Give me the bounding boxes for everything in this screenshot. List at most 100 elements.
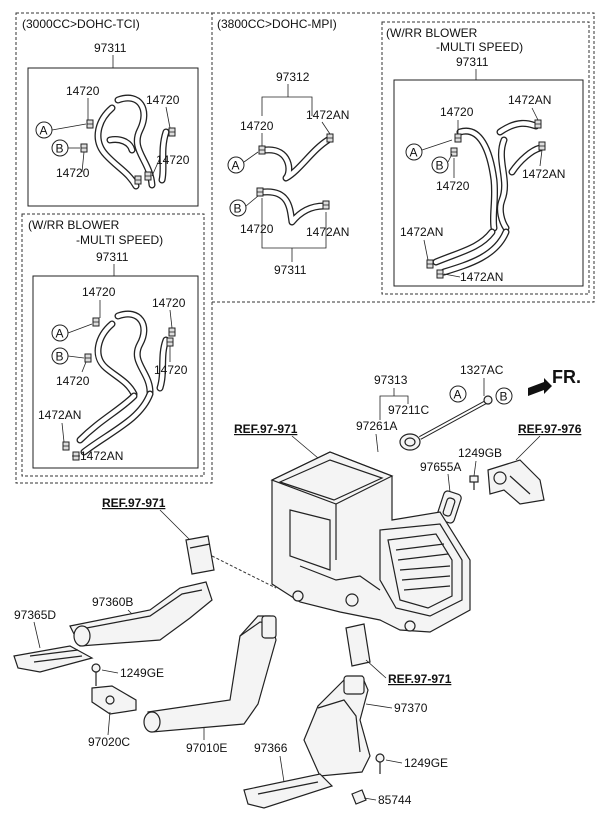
tci-hose-assembly <box>80 94 176 190</box>
label-85744: 85744 <box>378 793 412 807</box>
duct-97366 <box>243 773 334 809</box>
hvac-unit <box>270 451 471 633</box>
pipe-bracket-97976 <box>487 459 545 505</box>
duct-97370 <box>303 675 371 777</box>
marker-b-mpi-rr: B <box>431 156 449 174</box>
marker-a-lower: A <box>449 385 467 403</box>
marker-b-tci-rr: B <box>51 347 69 365</box>
label-14720-tci-rr-d: 14720 <box>56 374 90 388</box>
seal-97655a <box>436 490 462 524</box>
marker-b-mpi: B <box>229 199 247 217</box>
svg-text:A: A <box>410 146 418 160</box>
label-97311-tci: 97311 <box>94 41 127 55</box>
ref-97-971-bottom: REF.97-971 <box>388 672 452 686</box>
tci-rr-hose-assembly <box>62 310 176 461</box>
label-14720-mpi-rr-b: 14720 <box>436 179 470 193</box>
svg-text:A: A <box>40 124 48 138</box>
cable-rod <box>419 395 493 440</box>
mpi-hose-lower <box>256 187 330 226</box>
label-14720-tci-rr-a: 14720 <box>82 285 116 299</box>
tci-hose-box <box>27 67 199 207</box>
label-14720-tci-b: 14720 <box>146 93 180 107</box>
marker-a-tci: A <box>35 121 53 139</box>
label-97261a: 97261A <box>356 419 397 433</box>
ref-97-976: REF.97-976 <box>518 422 582 436</box>
marker-b-tci: B <box>51 139 69 157</box>
label-97311-mpi-rr: 97311 <box>456 55 489 69</box>
mpi-rr-header-line2: -MULTI SPEED) <box>436 40 523 54</box>
label-1472an-mpi-rr-a: 1472AN <box>508 93 551 107</box>
marker-a-tci-rr: A <box>51 324 69 342</box>
label-1249ge-left: 1249GE <box>120 666 164 680</box>
ref-97-971-top: REF.97-971 <box>234 422 298 436</box>
label-97365d: 97365D <box>14 608 56 622</box>
forward-arrow-icon <box>528 378 552 396</box>
marker-a-mpi-rr: A <box>405 143 423 161</box>
label-97366: 97366 <box>254 741 288 755</box>
label-14720-tci-rr-b: 14720 <box>152 296 186 310</box>
duct-connector-right <box>345 623 371 667</box>
mpi-section-box <box>211 12 595 303</box>
grommet-part <box>399 433 421 451</box>
svg-text:B: B <box>56 350 64 364</box>
mpi-rr-hose-box <box>393 79 584 287</box>
label-14720-mpi-b: 14720 <box>240 222 274 236</box>
label-1327ac: 1327AC <box>460 363 504 377</box>
duct-97010e <box>143 615 277 733</box>
svg-text:B: B <box>56 142 64 156</box>
mpi-hose-upper <box>258 133 334 182</box>
svg-text:B: B <box>436 159 444 173</box>
label-14720-tci-c: 14720 <box>156 153 190 167</box>
svg-text:A: A <box>232 159 240 173</box>
label-1472an-mpi-b: 1472AN <box>306 225 349 239</box>
label-1472an-mpi-rr-c: 1472AN <box>400 225 443 239</box>
mpi-rr-header-line1: (W/RR BLOWER <box>386 26 478 40</box>
label-97360b: 97360B <box>92 595 133 609</box>
label-14720-mpi-rr-a: 14720 <box>440 105 474 119</box>
marker-a-mpi: A <box>227 156 245 174</box>
label-97312: 97312 <box>276 70 310 84</box>
label-14720-tci-rr-c: 14720 <box>154 363 188 377</box>
label-1472an-tci-rr-a: 1472AN <box>38 408 81 422</box>
duct-connector-left <box>185 535 215 575</box>
bracket-97020c <box>91 685 137 715</box>
clip-85744 <box>351 789 367 805</box>
label-14720-mpi-a: 14720 <box>240 119 274 133</box>
label-97311-tci-rr: 97311 <box>96 250 129 264</box>
svg-text:B: B <box>234 202 242 216</box>
screw-1249ge-left <box>91 663 101 686</box>
duct-97360b <box>69 581 213 647</box>
screw-1249ge-right <box>375 753 385 774</box>
direction-label: FR. <box>552 367 581 387</box>
label-97211c: 97211C <box>388 403 429 417</box>
tci-rr-header-line1: (W/RR BLOWER <box>28 218 120 232</box>
label-97020c: 97020C <box>88 735 130 749</box>
label-97010e: 97010E <box>186 741 227 755</box>
mpi-rr-hose-assembly <box>426 119 546 279</box>
label-97311-mpi: 97311 <box>274 263 307 277</box>
label-1472an-tci-rr-b: 1472AN <box>80 449 123 463</box>
label-1472an-mpi-rr-b: 1472AN <box>522 167 565 181</box>
label-97370: 97370 <box>394 701 428 715</box>
marker-b-lower: B <box>495 387 513 405</box>
svg-text:A: A <box>56 327 64 341</box>
label-1249ge-right: 1249GE <box>404 756 448 770</box>
label-14720-tci-a: 14720 <box>66 84 100 98</box>
tci-rr-blower-box <box>21 213 205 477</box>
mpi-rr-blower-box <box>381 21 590 295</box>
svg-text:A: A <box>454 388 462 402</box>
mpi-header: (3800CC>DOHC-MPI) <box>217 17 337 31</box>
tci-header: (3000CC>DOHC-TCI) <box>22 17 140 31</box>
tci-rr-header-line2: -MULTI SPEED) <box>76 233 163 247</box>
label-14720-tci-d: 14720 <box>56 166 90 180</box>
label-97655a: 97655A <box>420 460 461 474</box>
ref-97-971-left: REF.97-971 <box>102 496 166 510</box>
screw-1249gb <box>469 475 479 490</box>
label-97313: 97313 <box>374 373 408 387</box>
tci-rr-hose-box <box>32 275 199 469</box>
label-1249gb: 1249GB <box>458 446 502 460</box>
duct-97365d <box>13 645 94 673</box>
svg-text:B: B <box>500 390 508 404</box>
label-1472an-mpi-rr-d: 1472AN <box>460 270 503 284</box>
